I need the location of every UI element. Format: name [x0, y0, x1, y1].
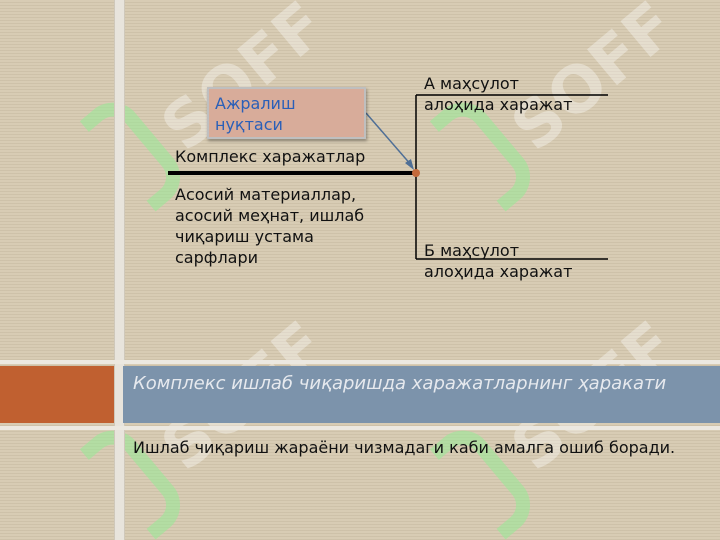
accent-bar — [0, 366, 114, 423]
branch-b-label: Б маҳсулот алоҳида харажат — [424, 241, 573, 281]
callout-label: Ажралиш нуқтаси — [215, 94, 296, 134]
complex-costs-description: Асосий материаллар, асосий меҳнат, ишлаб… — [175, 185, 365, 267]
vertical-divider — [114, 0, 125, 540]
branch-a-label: А маҳсулот алоҳида харажат — [424, 74, 573, 114]
callout-arrowhead — [405, 159, 414, 170]
callout-pointer — [365, 112, 413, 167]
title-bar — [123, 366, 720, 423]
split-point-marker — [412, 169, 420, 177]
horizontal-divider-top — [0, 360, 720, 364]
slide-body-text: Ишлаб чиқариш жараёни чизмадаги каби ама… — [133, 438, 676, 457]
split-point-callout: Ажралиш нуқтаси — [207, 87, 366, 139]
slide-heading: Комплекс ишлаб чиқаришда харажатларнинг … — [133, 373, 667, 394]
complex-costs-label: Комплекс харажатлар — [175, 147, 366, 166]
horizontal-divider-bottom — [0, 426, 720, 430]
